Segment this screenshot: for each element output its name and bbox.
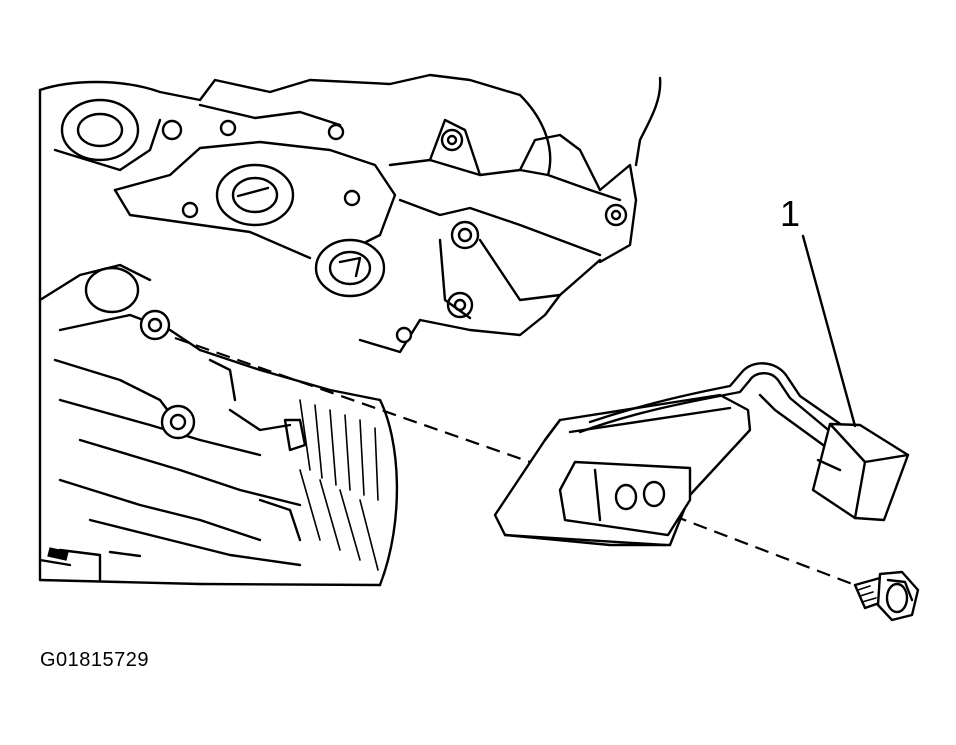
callout-number-1: 1 [780,193,801,234]
upper-alignment-line [174,336,531,464]
bolt [853,570,920,622]
callout-1-leader [801,234,857,428]
figure-code: G01815729 [40,649,150,671]
lower-alignment-line [631,498,856,587]
engine-assembly [38,73,662,587]
sensor-bracket [493,362,910,547]
